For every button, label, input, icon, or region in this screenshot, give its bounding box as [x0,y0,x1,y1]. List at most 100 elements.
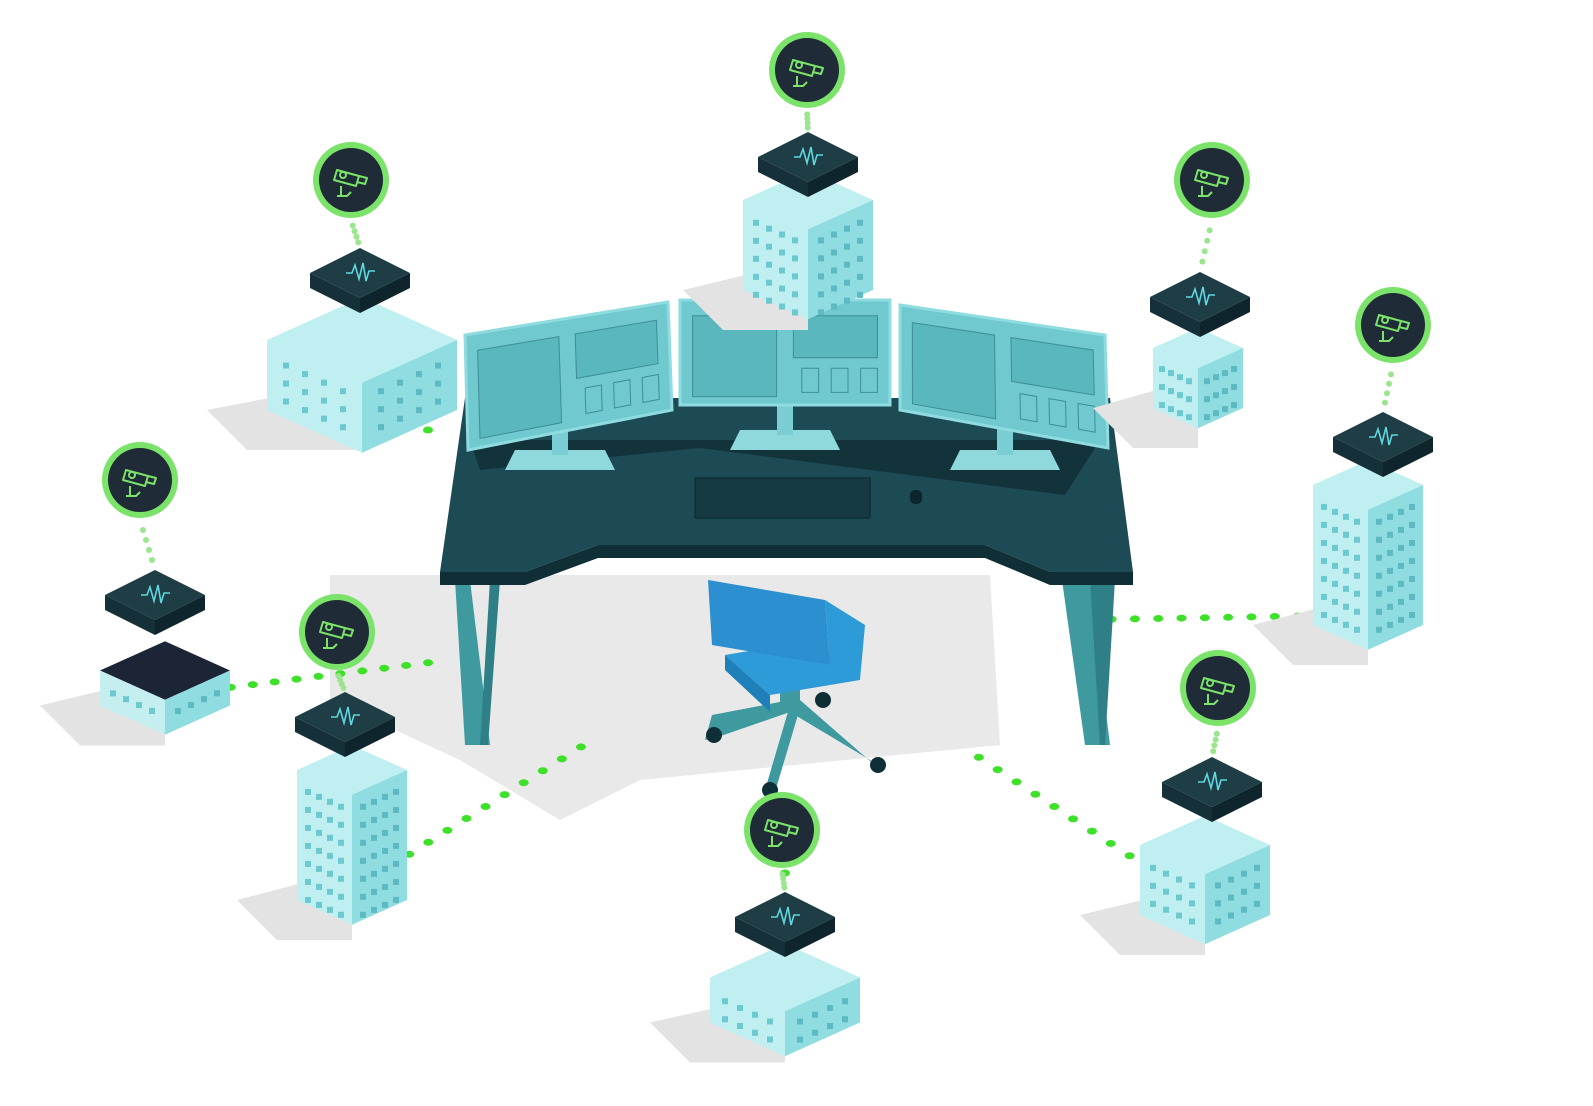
building-window [188,702,194,709]
building-window [360,893,366,900]
network-device-icon [346,262,375,283]
link-dot [1204,237,1211,244]
building-window [818,309,824,316]
chair-base [765,705,800,792]
device-front [1333,437,1383,477]
building-window [831,231,837,238]
building-window [844,279,850,286]
chair-back-side [825,600,865,680]
device-front [1150,297,1200,337]
building-window [753,255,759,262]
building-window [1387,603,1393,610]
building-window [1332,598,1338,605]
building-window [1163,870,1169,877]
link-dot [247,681,258,689]
monitor-left [463,300,674,470]
chair-wheel [815,692,831,708]
building-window [1176,912,1182,919]
building-window [327,888,333,895]
security-camera-icon [122,469,157,497]
building-window [1398,544,1404,551]
link-dot [779,871,786,878]
building-window [1241,870,1247,877]
building-window [149,707,155,714]
link-dot [1199,614,1210,622]
building-window [1321,521,1327,528]
control-desk [440,298,1133,798]
chair-wheel [870,757,886,773]
building-window [360,875,366,882]
link-dot [423,426,433,434]
link-dot [442,826,453,834]
building-window [1150,864,1156,871]
device-front [735,917,785,957]
link-dot [1201,248,1208,255]
building-window [1398,508,1404,515]
camera-nodes [40,32,1433,1063]
link-dot [379,664,390,672]
building-window [316,865,322,872]
document-icon [641,373,660,404]
link-dot [480,803,491,811]
link-dot [1011,778,1022,786]
badge [1361,293,1425,357]
building-window [338,911,344,918]
device-front [1162,782,1212,822]
building-window [1409,503,1415,510]
building-window [397,397,403,404]
building-window [110,690,116,697]
link-dot [1086,827,1097,835]
badge [1186,656,1250,720]
link-dot [357,667,368,675]
building-window [371,834,377,841]
building-window [722,1016,728,1023]
link-dot [537,767,548,775]
building-window [1150,900,1156,907]
device-side [1200,297,1250,337]
building-wall-left [743,200,808,320]
link-dot [1212,736,1219,743]
building-window [302,389,308,396]
building-window [1376,590,1382,597]
building-window [302,407,308,414]
chair-wheel [706,727,722,743]
building-window [812,1011,818,1018]
link-dot [1269,613,1280,621]
building-window [1387,513,1393,520]
building-window [393,806,399,813]
building-window [340,406,346,413]
video-play-icon [792,315,878,359]
building-window [1387,567,1393,574]
building-window [1409,611,1415,618]
link-dot [355,239,362,246]
building-window [378,388,384,395]
building-window [767,1018,773,1025]
building-window [1354,590,1360,597]
building-window [1398,598,1404,605]
building-window [1228,894,1234,901]
building-window [1398,616,1404,623]
link-dot [1105,839,1116,847]
keyboard [694,477,871,519]
building-window [1387,549,1393,556]
monitor-stand-base [730,430,840,450]
building-window [1163,906,1169,913]
building-window [360,911,366,918]
building-window [1354,518,1360,525]
building-window [779,303,785,310]
building-window [792,291,798,298]
badge [305,600,369,664]
building-window [1321,593,1327,600]
device-front [105,595,155,635]
building-window [214,690,220,697]
network-device-icon [1369,426,1398,447]
video-play-icon [574,319,659,379]
building-window [857,219,863,226]
building-window [316,811,322,818]
building-window [305,860,311,867]
link-dot [353,233,360,240]
building-window [393,788,399,795]
device-side [155,595,205,635]
link-dot [804,111,811,118]
link-dot [1030,790,1041,798]
